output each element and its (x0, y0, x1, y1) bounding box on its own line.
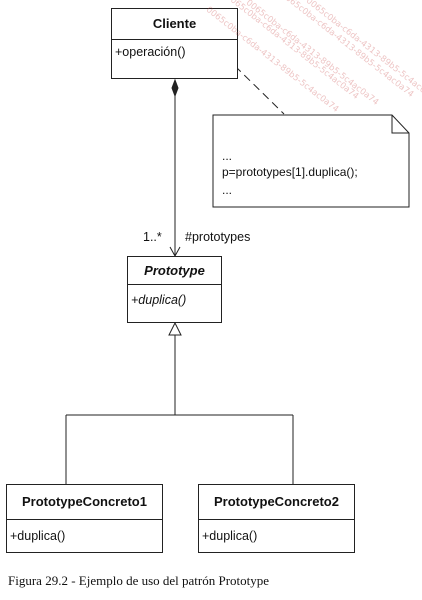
watermark: 0065c0ba-c6da-4313-89b5-5c4ac0a74 0065c0… (190, 0, 422, 230)
aggregation-diamond (171, 78, 179, 98)
note-dashed-link (234, 65, 285, 115)
note-shape (212, 114, 410, 208)
class-prototype-concreto-1: PrototypeConcreto1 +duplica() (6, 484, 163, 553)
class-prototype-name: Prototype (128, 257, 221, 285)
class-cliente-operation: +operación() (115, 45, 186, 59)
note-fold (391, 115, 409, 134)
association-multiplicity: 1..* (143, 230, 162, 244)
class-cliente: Cliente +operación() (111, 8, 238, 79)
class-prototype-concreto-2-operation: +duplica() (202, 529, 258, 543)
note-line-3: ... (222, 183, 233, 197)
figure-caption: Figura 29.2 - Ejemplo de uso del patrón … (8, 573, 270, 588)
note-line-1: ... (222, 149, 233, 163)
class-prototype-operation: +duplica() (131, 293, 187, 307)
note-line-2: p=prototypes[1].duplica(); (222, 165, 358, 179)
class-prototype: Prototype +duplica() (127, 256, 222, 323)
class-prototype-concreto-2-name: PrototypeConcreto2 (199, 485, 354, 520)
class-cliente-name: Cliente (112, 9, 237, 40)
association-role: #prototypes (185, 230, 251, 244)
class-prototype-concreto-1-operation: +duplica() (10, 529, 66, 543)
class-prototype-concreto-2: PrototypeConcreto2 +duplica() (198, 484, 355, 553)
watermark-line: 0065c0ba-c6da-4313-89b5-5c4ac0a74 (223, 0, 361, 102)
inheritance-triangle (168, 321, 182, 336)
class-prototype-concreto-1-name: PrototypeConcreto1 (7, 485, 162, 520)
